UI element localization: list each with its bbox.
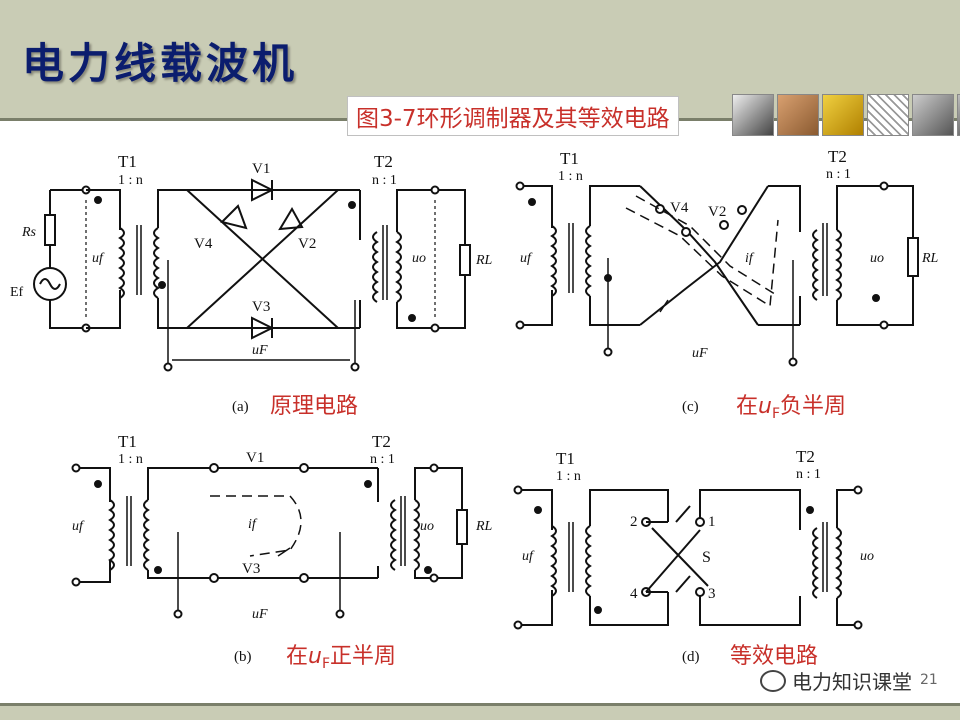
label-b-ratio2: n : 1 xyxy=(370,452,395,467)
panel-c-caption: 在uF负半周 xyxy=(736,394,846,422)
label-c-ratio2: n : 1 xyxy=(826,167,851,182)
label-rl: RL xyxy=(475,253,493,268)
label-c-v4: V4 xyxy=(670,200,689,216)
label-d-ratio1: 1 : n xyxy=(556,469,581,484)
label-b-uo: uo xyxy=(420,519,434,534)
label-d-n3: 3 xyxy=(708,586,716,602)
wechat-icon xyxy=(760,669,786,692)
label-b-t1: T1 xyxy=(118,432,137,451)
label-uf: uf xyxy=(92,251,105,266)
label-c-ratio1: 1 : n xyxy=(558,169,583,184)
label-b-if: if xyxy=(248,517,258,532)
panel-a-caption: 原理电路 xyxy=(270,394,358,419)
label-b-uF: uF xyxy=(252,607,268,622)
label-d-uo: uo xyxy=(860,549,874,564)
panel-a-circuit xyxy=(33,178,471,372)
label-v1: V1 xyxy=(252,161,270,177)
panel-b-caption: 在uF正半周 xyxy=(286,644,396,672)
label-ratio1: 1 : n xyxy=(118,173,143,188)
panel-b-circuit xyxy=(71,463,468,619)
label-c-rl: RL xyxy=(921,251,939,266)
label-v4: V4 xyxy=(194,236,213,252)
slide-title: 电力线载波机 xyxy=(22,39,299,88)
watermark-text: 电力知识课堂 xyxy=(792,670,912,694)
label-d-n2: 2 xyxy=(630,514,638,530)
label-b-t2: T2 xyxy=(372,432,391,451)
thumbnail-image xyxy=(867,94,909,136)
label-b-v3: V3 xyxy=(242,561,260,577)
thumbnail-image xyxy=(822,94,864,136)
panel-c-circuit xyxy=(515,181,919,367)
label-c-t2: T2 xyxy=(828,147,847,166)
label-d-uf: uf xyxy=(522,549,535,564)
label-d-ratio2: n : 1 xyxy=(796,467,821,482)
panel-d-label: (d) xyxy=(682,649,700,665)
thumbnail-image xyxy=(957,94,960,136)
label-b-v1: V1 xyxy=(246,450,264,466)
label-b-ratio1: 1 : n xyxy=(118,452,143,467)
panel-d-caption: 等效电路 xyxy=(730,644,818,669)
panel-b-label: (b) xyxy=(234,649,252,665)
label-t1: T1 xyxy=(118,152,137,171)
label-ratio2: n : 1 xyxy=(372,173,397,188)
label-b-uf: uf xyxy=(72,519,85,534)
label-d-t2: T2 xyxy=(796,447,815,466)
footer-divider xyxy=(0,703,960,706)
label-t2: T2 xyxy=(374,152,393,171)
page-number: 21 xyxy=(920,672,938,688)
ac-source-icon xyxy=(33,267,67,301)
watermark: 电力知识课堂 xyxy=(760,666,912,695)
slide-footer xyxy=(0,706,960,720)
label-d-n4: 4 xyxy=(630,586,638,602)
panel-d-circuit xyxy=(513,485,863,630)
label-v3: V3 xyxy=(252,299,270,315)
rs-resistor xyxy=(44,214,56,246)
panel-a-label: (a) xyxy=(232,399,249,415)
label-d-t1: T1 xyxy=(556,449,575,468)
panel-c-label: (c) xyxy=(682,399,699,415)
label-d-switch: S xyxy=(702,549,711,566)
label-v2: V2 xyxy=(298,236,316,252)
label-uF: uF xyxy=(252,343,268,358)
header-thumbnails xyxy=(732,94,960,136)
label-c-t1: T1 xyxy=(560,149,579,168)
label-uo: uo xyxy=(412,251,426,266)
label-rs: Rs xyxy=(21,225,37,240)
thumbnail-image xyxy=(732,94,774,136)
figure-title: 图3-7环形调制器及其等效电路 xyxy=(347,96,679,136)
label-ef: Ef xyxy=(10,285,24,300)
label-c-v2: V2 xyxy=(708,204,726,220)
thumbnail-image xyxy=(912,94,954,136)
rl-resistor xyxy=(459,244,471,276)
label-b-rl: RL xyxy=(475,519,493,534)
label-c-if: if xyxy=(745,251,755,266)
ring-modulator-diagram: T1 1 : n T2 n : 1 V1 V4 V2 V3 Rs Ef uf u… xyxy=(10,147,939,672)
label-c-uo: uo xyxy=(870,251,884,266)
thumbnail-image xyxy=(777,94,819,136)
label-d-n1: 1 xyxy=(708,514,716,530)
label-c-uf: uf xyxy=(520,251,533,266)
label-c-uF: uF xyxy=(692,346,708,361)
